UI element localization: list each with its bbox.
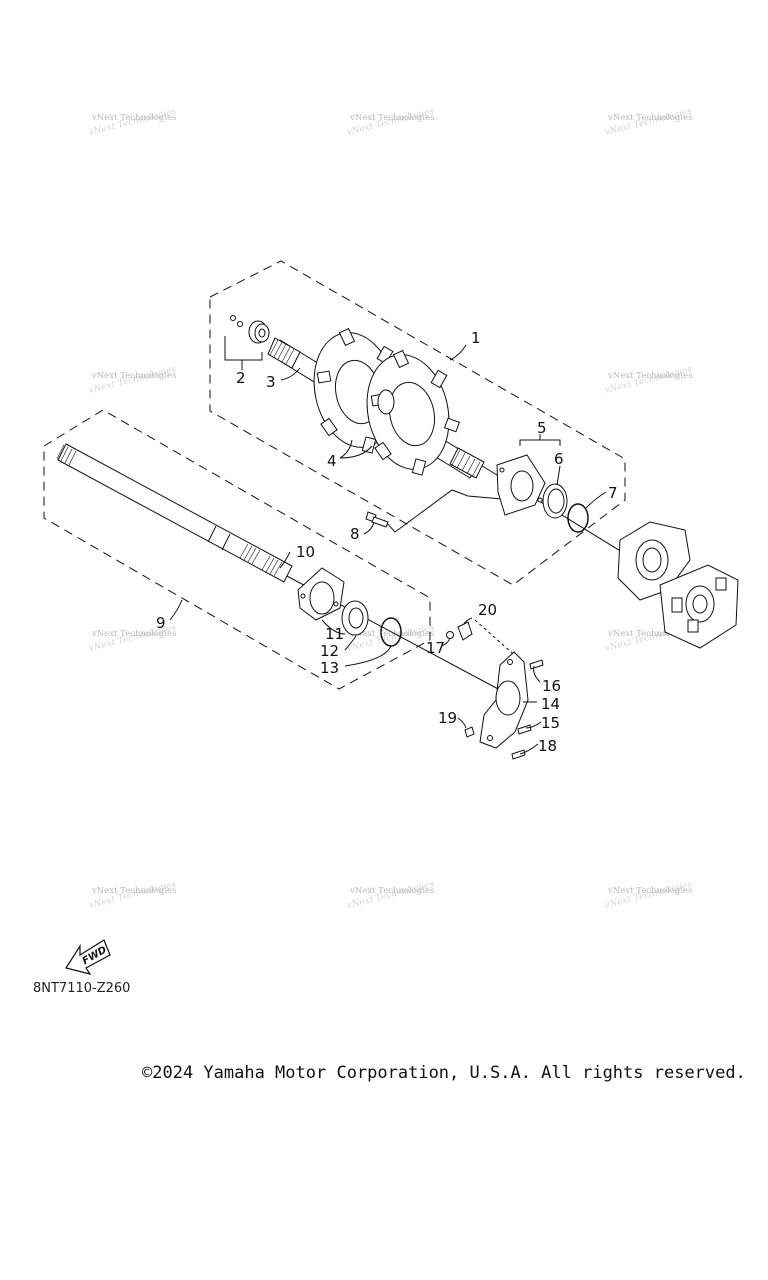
small-hardware (446, 621, 475, 738)
part-11-flange-housing (297, 567, 345, 621)
callout-20: 20 (478, 601, 497, 619)
bracket-bolts (511, 659, 544, 760)
callout-12: 12 (320, 642, 339, 660)
watermark: vNext Technologies vNext Technologies (346, 880, 436, 911)
callout-17: 17 (426, 639, 445, 657)
callout-9: 9 (156, 614, 166, 632)
callout-4: 4 (327, 452, 337, 470)
svg-text:vNext Technologies: vNext Technologies (607, 371, 692, 381)
assembly-box-1 (209, 260, 626, 586)
part-2-clips (224, 315, 270, 370)
watermark: vNext Technologies vNext Technologies (604, 880, 694, 911)
svg-text:vNext Technologies: vNext Technologies (91, 371, 176, 381)
callouts: 1 2 3 4 5 6 7 8 9 10 11 12 13 14 15 16 1… (156, 329, 618, 755)
part-5-bearing-housing (496, 454, 546, 516)
part-10-driven-shaft (56, 443, 293, 583)
svg-text:vNext Technologies: vNext Technologies (91, 113, 176, 123)
svg-text:vNext Technologies: vNext Technologies (349, 886, 434, 896)
chaincase-housing (617, 521, 739, 649)
callout-5: 5 (537, 419, 547, 437)
part-12-bearing (341, 600, 369, 636)
part-code: 8NT7110-Z260 (33, 981, 131, 996)
callout-19: 19 (438, 709, 457, 727)
part-7-circlip (567, 503, 589, 533)
part-8-bolt (365, 511, 389, 528)
watermark: vNext Technologies vNext Technologies (346, 107, 436, 138)
part-15-bolt (517, 724, 532, 735)
callout-18: 18 (538, 737, 557, 755)
callout-10: 10 (296, 543, 315, 561)
watermark: vNext Technologies vNext Technologies (88, 880, 178, 911)
fwd-arrow-icon: FWD (65, 939, 111, 975)
callout-3: 3 (266, 373, 276, 391)
callout-8: 8 (350, 525, 360, 543)
part-19-nut (464, 726, 475, 738)
svg-text:vNext Technologies: vNext Technologies (607, 886, 692, 896)
callout-13: 13 (320, 659, 339, 677)
assembly-box-9 (43, 409, 431, 690)
callout-16: 16 (542, 677, 561, 695)
callout-1: 1 (471, 329, 481, 347)
watermark: vNext Technologies vNext Technologies (88, 107, 178, 138)
callout-11: 11 (325, 625, 344, 643)
watermark: vNext Technologies vNext Technologies (88, 365, 178, 396)
callout-15: 15 (541, 714, 560, 732)
svg-text:vNext Technologies: vNext Technologies (607, 629, 692, 639)
part-16-bolt (529, 659, 544, 670)
svg-text:vNext Technologies: vNext Technologies (349, 113, 434, 123)
copyright-notice: ©2024 Yamaha Motor Corporation, U.S.A. A… (142, 1063, 746, 1083)
svg-text:vNext Technologies: vNext Technologies (91, 629, 176, 639)
watermark: vNext Technologies vNext Technologies (604, 107, 694, 138)
svg-text:vNext Technologies: vNext Technologies (91, 886, 176, 896)
watermark: vNext Technologies vNext Technologies (604, 365, 694, 396)
callout-14: 14 (541, 695, 560, 713)
part-17-nut (446, 631, 454, 639)
part-20-clip (457, 621, 473, 641)
part-6-oil-seal (542, 483, 568, 519)
part-18-bolt (511, 749, 526, 760)
callout-7: 7 (608, 484, 618, 502)
part-14-bracket (479, 651, 529, 749)
leader-lines (169, 344, 607, 755)
svg-text:vNext Technologies: vNext Technologies (607, 113, 692, 123)
callout-6: 6 (554, 450, 564, 468)
svg-text:vNext Technologies: vNext Technologies (349, 629, 434, 639)
part-4-drive-shaft (267, 327, 485, 479)
callout-2: 2 (236, 369, 246, 387)
